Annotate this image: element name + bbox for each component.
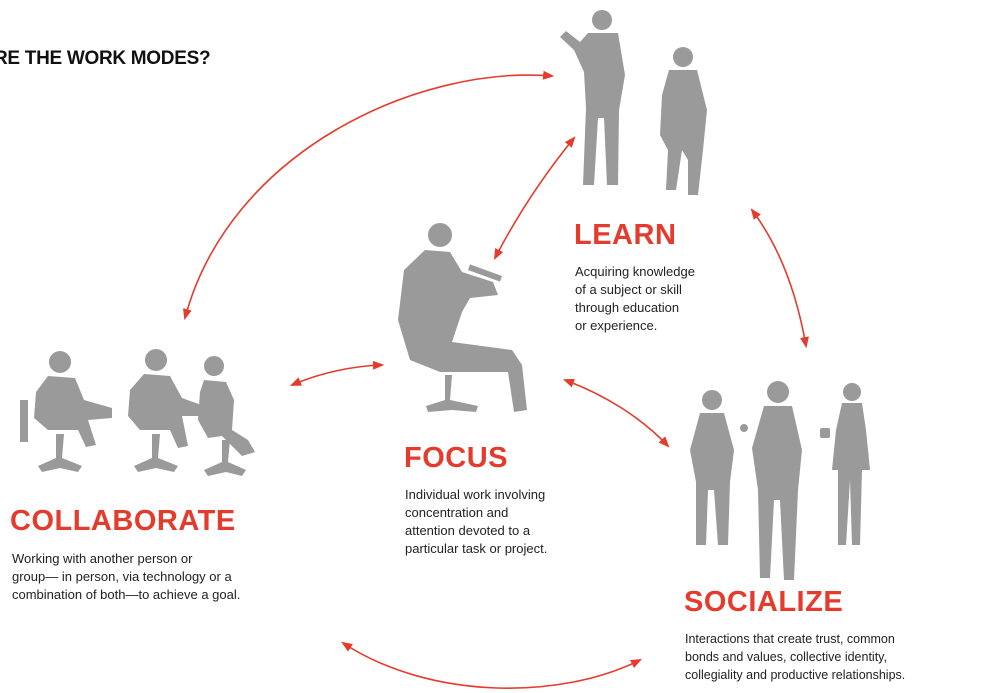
focus-description-line: attention devoted to a <box>405 523 531 538</box>
arrow-collaborate-learn <box>182 70 555 321</box>
focus-description-line: particular task or project. <box>405 541 548 556</box>
arrow-focus-socialize <box>562 378 670 448</box>
learn-figure-silhouette <box>560 10 707 195</box>
learn-description-line: of a subject or skill <box>575 282 682 297</box>
arrow-focus-learn <box>493 136 576 260</box>
socialize-title: SOCIALIZE <box>684 586 844 618</box>
learn-description-line: through education <box>575 300 680 315</box>
collaborate-title: COLLABORATE <box>10 505 236 537</box>
collaborate-description-line: group— in person, via technology or a <box>12 569 232 584</box>
focus-description-line: concentration and <box>405 505 509 520</box>
collaborate-figure-silhouette <box>20 349 255 476</box>
collaborate-description-line: combination of both—to achieve a goal. <box>12 587 241 602</box>
socialize-figure-silhouette <box>690 381 870 580</box>
arrow-learn-socialize <box>750 208 809 349</box>
learn-description-line: Acquiring knowledge <box>575 264 695 279</box>
focus-figure-silhouette <box>398 223 527 412</box>
page-title: RE THE WORK MODES? <box>0 48 211 69</box>
socialize-description-line: Interactions that create trust, common <box>685 632 895 646</box>
arrow-collaborate-focus <box>289 360 385 386</box>
focus-title: FOCUS <box>404 442 508 474</box>
focus-description-line: Individual work involving <box>405 487 546 502</box>
learn-description: Acquiring knowledge of a subject or skil… <box>575 263 795 335</box>
focus-description: Individual work involving concentration … <box>405 486 645 558</box>
collaborate-description-line: Working with another person or <box>12 551 193 566</box>
learn-description-line: or experience. <box>575 318 658 333</box>
socialize-description-line: collegiality and productive relationship… <box>685 668 906 682</box>
learn-title: LEARN <box>574 219 677 251</box>
collaborate-description: Working with another person or group— in… <box>12 550 342 604</box>
socialize-description: Interactions that create trust, common b… <box>685 630 985 684</box>
socialize-description-line: bonds and values, collective identity, <box>685 650 887 664</box>
arrow-collaborate-socialize <box>341 641 643 689</box>
